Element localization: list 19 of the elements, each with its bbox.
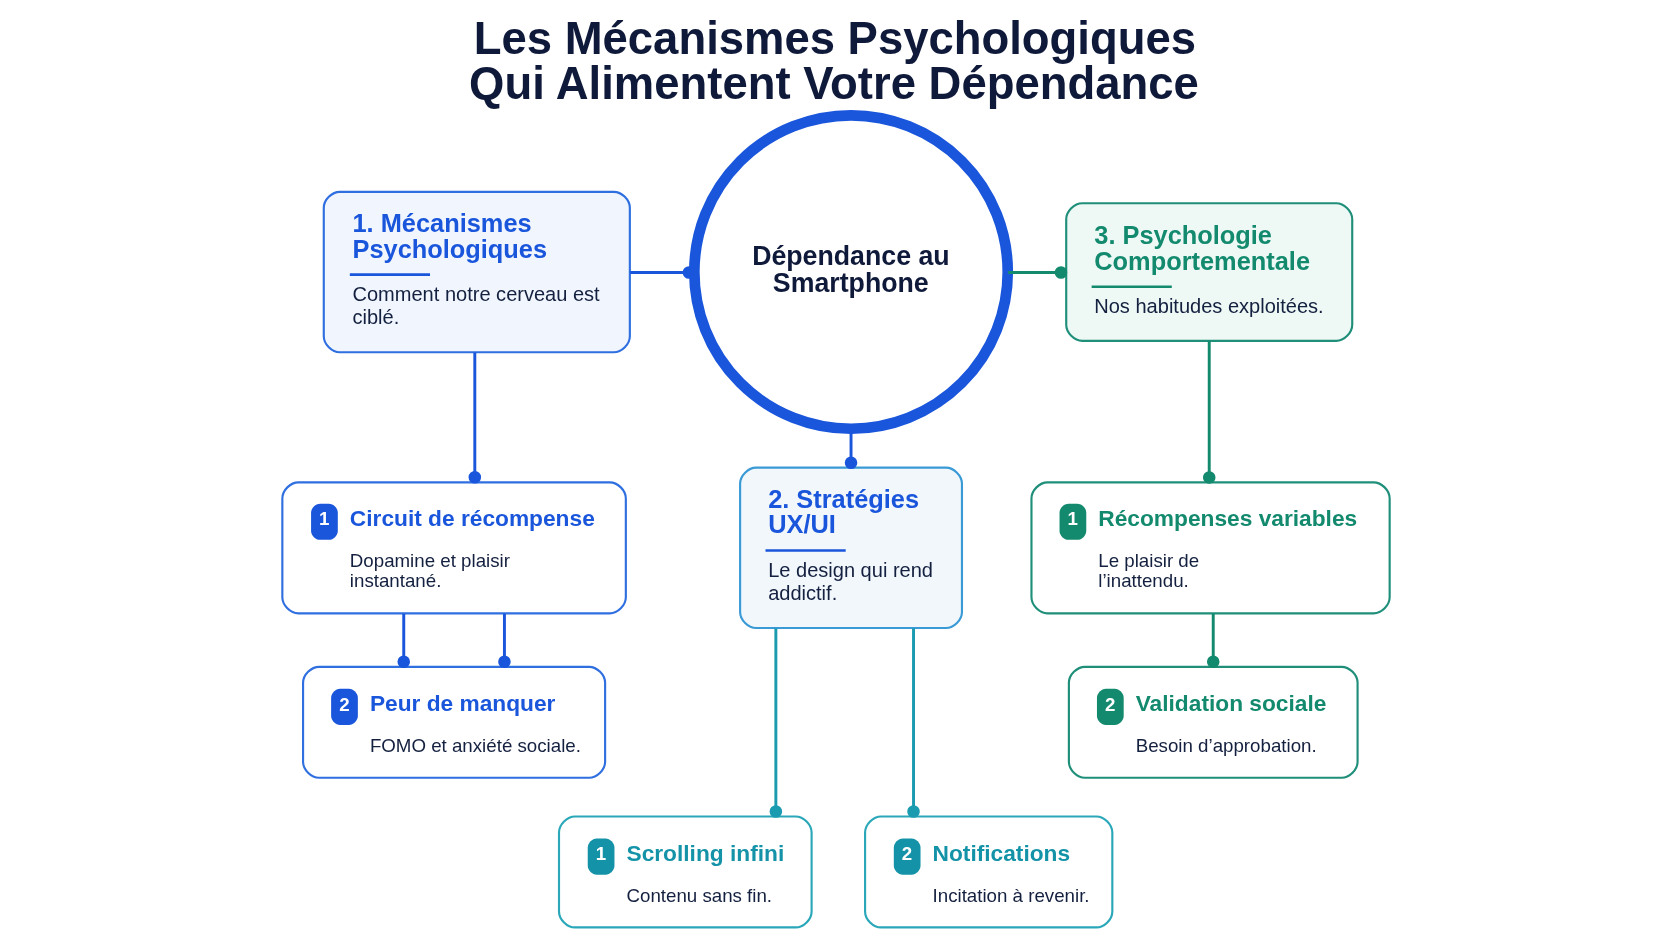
node-box: 3. Psychologie Comportementale Nos habitudes exploitées. [1065,202,1354,342]
node-box: 2 Peur de manquer FOMO et anxiété sociale. [302,665,607,779]
connector [1206,613,1220,668]
node-box: 1. Mécanismes Psychologiques Comment notre cerveau est ciblé. [322,190,631,354]
connector [468,352,482,484]
connector [1008,266,1068,279]
node-box: 1 Récompenses variables Le plaisir de l’inattendu. [1030,481,1391,615]
node-box: 2 Validation sociale Besoin d’approbation. [1067,665,1359,779]
node-box: 2. Stratégies UX/UI Le design qui rend addictif. [739,466,964,630]
node-box: 2 Notifications Incitation à revenir. [864,815,1114,929]
node-circle: Dépendance au Smartphone [688,109,1014,435]
connector [498,613,511,668]
connector [907,628,920,818]
connector [397,613,411,668]
diagram-title: Les Mécanismes Psychologiques Qui Alimentent Votre Dépendance [469,12,1199,110]
node-box: 1 Scrolling infini Contenu sans fin. [557,815,813,929]
connector [1202,340,1216,484]
connector [769,628,783,818]
node-box: 1 Circuit de récompense Dopamine et plaisir instantané. [281,481,627,615]
